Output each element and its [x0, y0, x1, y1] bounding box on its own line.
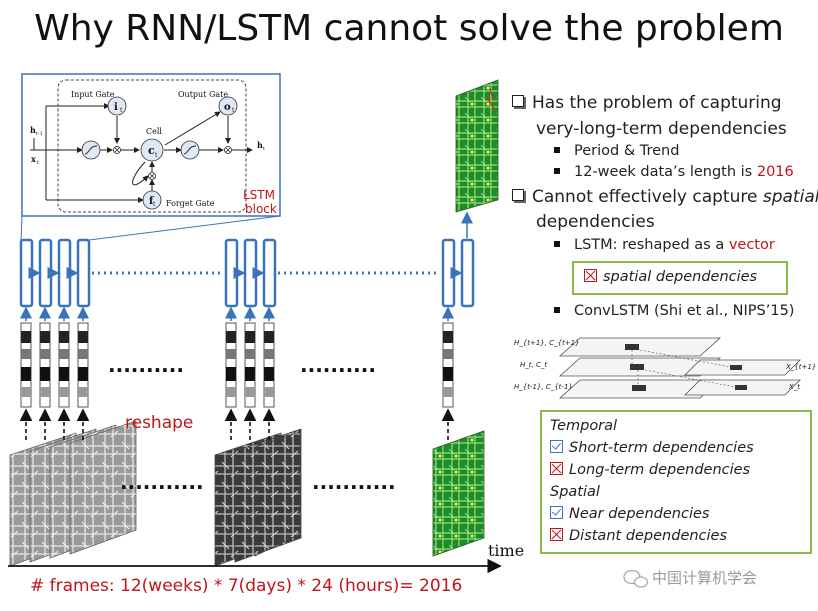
- h-out-label: h: [257, 140, 263, 150]
- spatial-dependencies-box: spatial dependencies: [572, 261, 788, 295]
- h-prev-subscript: t-1: [36, 131, 43, 137]
- check-icon: [550, 440, 563, 453]
- output-gate-node-label: o: [224, 102, 231, 113]
- x-subscript: t: [37, 160, 39, 166]
- input-gate-label: Input Gate: [71, 90, 115, 99]
- convlstm-label-x: X_t: [788, 383, 800, 391]
- i-subscript: t: [120, 107, 123, 114]
- x-label: x: [31, 154, 36, 164]
- output-heatmap: [455, 79, 499, 213]
- forget-gate-node-label: f: [149, 196, 154, 207]
- small-bullet-icon: [554, 168, 560, 174]
- convlstm-diagram: H_{t+1}, C_{t+1} H_t, C_t H_{t-1}, C_{t-…: [514, 337, 816, 399]
- distant-item: Distant dependencies: [550, 528, 727, 544]
- page-title: Why RNN/LSTM cannot solve the problem: [34, 8, 784, 49]
- input-gate-node-label: i: [114, 102, 118, 113]
- convlstm-label-top: H_{t+1}, C_{t+1}: [514, 339, 580, 347]
- spatial-heading: Spatial: [550, 484, 600, 500]
- bullet-1-line-2: very-long-term dependencies: [536, 119, 787, 139]
- frames-group-left: [9, 420, 137, 567]
- frames-caption: # frames: 12(weeks) * 7(days) * 24 (hour…: [30, 576, 462, 596]
- lstm-blocks: [19, 238, 475, 308]
- o-subscript: t: [232, 107, 235, 114]
- ellipsis-frames-2: ...........: [312, 470, 396, 494]
- short-term-item: Short-term dependencies: [550, 440, 754, 456]
- lstm-cell-inset: i o c f t t t t Input Gate Output Gate C…: [20, 73, 281, 241]
- bullet-square-icon: [512, 189, 524, 201]
- cross-icon: [584, 269, 597, 282]
- long-term-item: Long-term dependencies: [550, 462, 750, 478]
- cross-icon: [550, 528, 563, 541]
- time-label: time: [488, 541, 524, 560]
- bullet-1-line-1: Has the problem of capturing: [512, 93, 782, 113]
- temporal-heading: Temporal: [550, 418, 618, 434]
- cross-icon: [550, 462, 563, 475]
- vector-to-lstm-arrows: [20, 306, 454, 321]
- convlstm-label-bot: H_{t-1}, C_{t-1}: [514, 383, 573, 391]
- ellipsis-frames-1: ...........: [120, 470, 204, 494]
- sub-bullet-lstm-vector: LSTM: reshaped as a vector: [554, 237, 775, 253]
- bullet-2-line-2: dependencies: [536, 212, 655, 232]
- reshape-arrows: [19, 408, 455, 440]
- sub-bullet-period-trend: Period & Trend: [554, 143, 679, 159]
- near-item: Near dependencies: [550, 506, 709, 522]
- c-subscript: t: [155, 152, 158, 159]
- sub-bullet-convlstm: ConvLSTM (Shi et al., NIPS’15): [554, 303, 794, 319]
- frames-group-middle: [214, 428, 302, 567]
- small-bullet-icon: [554, 147, 560, 153]
- bullet-square-icon: [512, 95, 524, 107]
- cell-label: Cell: [146, 127, 162, 136]
- watermark: 中国计算机学会: [652, 569, 757, 587]
- input-vectors: [20, 322, 454, 408]
- forget-gate-label: Forget Gate: [166, 199, 215, 208]
- check-icon: [550, 506, 563, 519]
- ellipsis-vectors-1: ..........: [108, 353, 184, 377]
- f-subscript: t: [153, 201, 156, 208]
- bullet-2-line-1: Cannot effectively capture spatial: [512, 187, 818, 207]
- reshape-label: reshape: [125, 413, 193, 433]
- cell-node-label: c: [148, 144, 155, 157]
- convlstm-label-x-next: X_{t+1}: [785, 363, 816, 371]
- summary-box: Temporal Short-term dependencies Long-te…: [540, 410, 812, 554]
- frame-last-heatmap: [432, 430, 485, 557]
- h-prev-label: h: [30, 125, 36, 135]
- wechat-icon: [623, 569, 649, 588]
- h-out-subscript: t: [263, 146, 265, 152]
- lstm-block-label-2: block: [245, 202, 277, 216]
- output-heatmap-highlight: [485, 87, 496, 111]
- lstm-block-label-1: LSTM: [243, 188, 275, 202]
- output-gate-label: Output Gate: [178, 90, 228, 99]
- small-bullet-icon: [554, 241, 560, 247]
- small-bullet-icon: [554, 307, 560, 313]
- convlstm-label-mid: H_t, C_t: [520, 361, 547, 369]
- sub-bullet-data-length: 12-week data’s length is 2016: [554, 164, 794, 180]
- ellipsis-vectors-2: ..........: [300, 353, 376, 377]
